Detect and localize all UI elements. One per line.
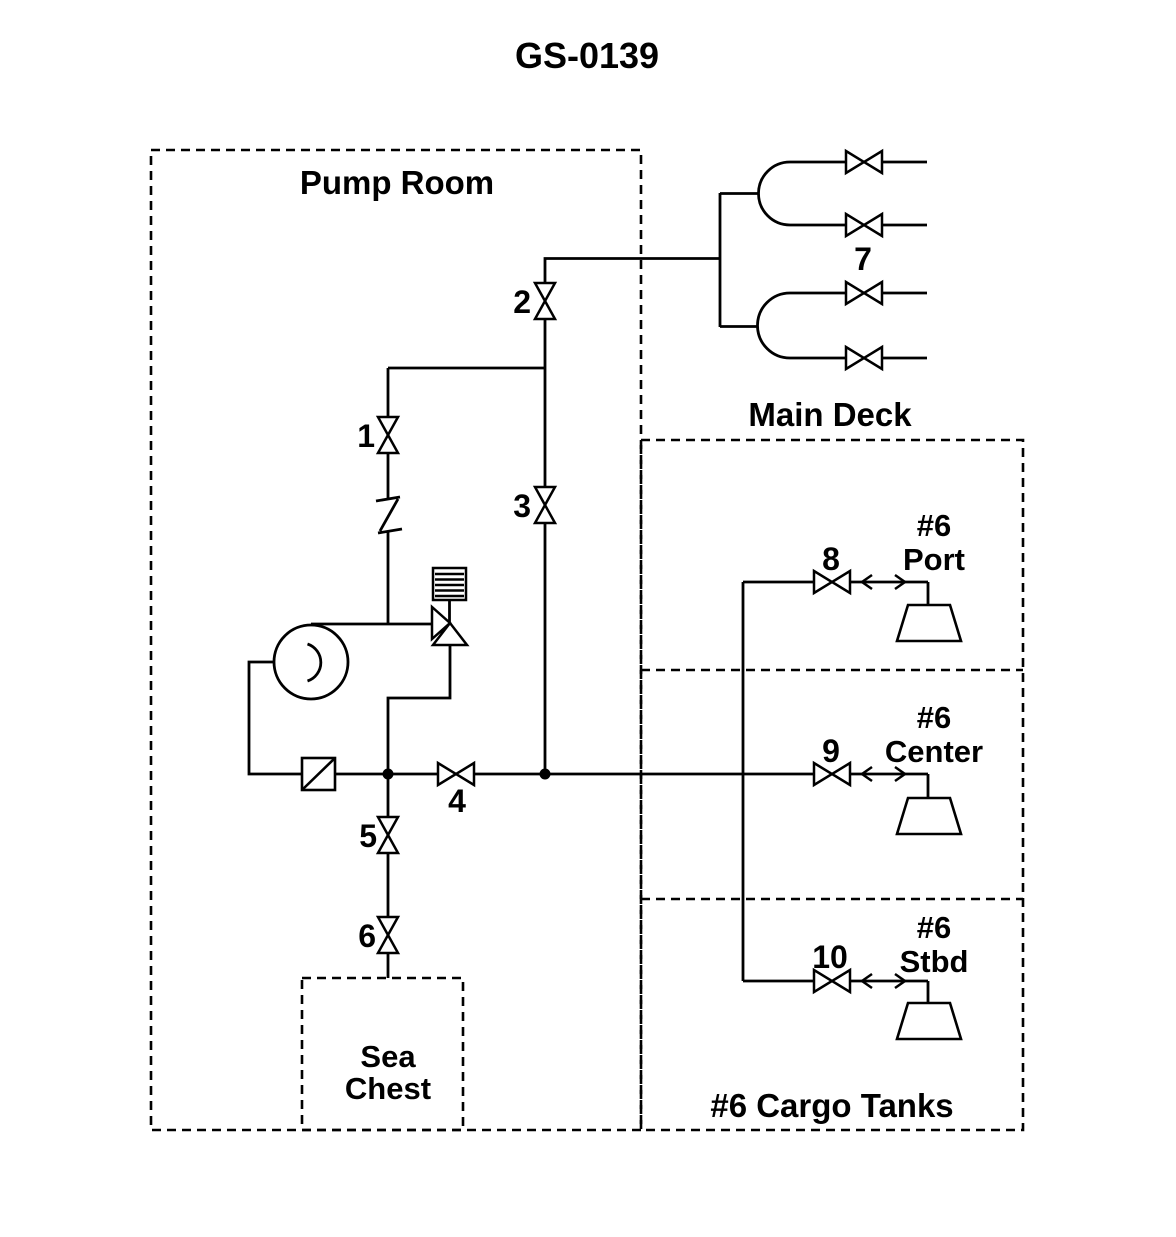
pipe-relief-return [386, 645, 452, 774]
spring-hatch-icon [435, 572, 464, 598]
pipe-lower-loop-bend [756, 291, 791, 360]
pipe-riser-valve2-3 [543, 257, 720, 774]
valve-8-icon [812, 568, 852, 596]
valve-9-label: 9 [822, 733, 840, 769]
valve-1-label: 1 [357, 418, 375, 454]
bidirectional-arrow-center-icon [859, 765, 908, 783]
tank-port-label-line2: Port [903, 542, 965, 577]
pump-circle-icon [272, 623, 350, 701]
cargo-tank-symbols [895, 603, 963, 1041]
bidirectional-arrow-stbd-icon [859, 972, 908, 990]
pump-impeller-arc [306, 642, 323, 683]
valve-9-icon [812, 760, 852, 788]
strainer-diagonal [301, 757, 336, 791]
diagram-title: GS-0139 [515, 35, 659, 76]
sea-chest-label-line1: Sea [360, 1039, 416, 1074]
region-boundaries [149, 148, 1025, 1132]
junction-dot-suction [382, 768, 394, 780]
cargo-pump [272, 623, 350, 701]
tank-stbd-label-line1: #6 [917, 910, 951, 945]
junction-dot-main [539, 768, 551, 780]
pipe-upper-loop-bend [757, 160, 791, 227]
valve-10-label: 10 [812, 939, 848, 975]
valve-7c-icon [844, 279, 884, 307]
valve-7-label: 7 [854, 241, 872, 277]
valve-3-label: 3 [513, 488, 531, 524]
valve-7b-icon [844, 211, 884, 239]
pipe-junctions [382, 768, 551, 780]
valve-6-icon [375, 915, 401, 955]
pipe-break-symbol [375, 495, 403, 535]
valve-7d-icon [844, 344, 884, 372]
flow-arrows [859, 573, 908, 990]
valve-10-icon [812, 967, 852, 995]
valve-5-label: 5 [359, 818, 377, 854]
sea-chest-boundary [300, 976, 465, 1132]
tank-port-label-line1: #6 [917, 508, 951, 543]
valve-3-icon [532, 485, 558, 525]
pump-room-boundary [149, 148, 643, 1132]
tank-port-icon [895, 603, 963, 643]
valve-7a-icon [844, 148, 884, 176]
strainer [300, 756, 337, 792]
tank-center-label-line1: #6 [917, 700, 951, 735]
valve-4-label: 4 [448, 783, 466, 819]
valve-5-icon [375, 815, 401, 855]
tank-center-label-line2: Center [885, 734, 983, 769]
valve-6-label: 6 [358, 918, 376, 954]
tank-stbd-icon [895, 1001, 963, 1041]
valve-2-icon [532, 281, 558, 321]
main-deck-label: Main Deck [748, 396, 912, 433]
relief-valve-spring [431, 566, 468, 602]
cargo-tanks-label: #6 Cargo Tanks [710, 1087, 953, 1124]
bidirectional-arrow-port-icon [859, 573, 908, 591]
valve-1-icon [375, 415, 401, 455]
cargo-tanks-boundary [639, 438, 1025, 1132]
valve-2-label: 2 [513, 284, 531, 320]
valve-8-label: 8 [822, 541, 840, 577]
pump-room-label: Pump Room [300, 164, 494, 201]
sea-chest-label-line2: Chest [345, 1071, 431, 1106]
tank-stbd-label-line2: Stbd [900, 944, 969, 979]
valves [375, 148, 884, 995]
relief-valve-icon [430, 604, 470, 647]
tank-center-icon [895, 796, 963, 836]
valve-4-icon [436, 760, 476, 788]
